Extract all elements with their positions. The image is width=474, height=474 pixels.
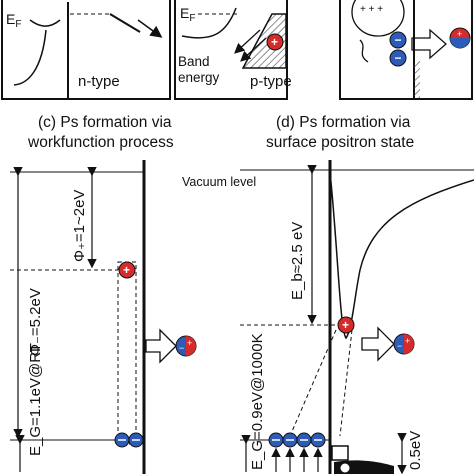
n-type-arrow	[137, 19, 163, 38]
panel-d-surface-potential	[329, 171, 474, 340]
svg-text:+: +	[187, 338, 192, 348]
bubble-charges: + + +	[360, 4, 383, 15]
svg-text:−: −	[395, 33, 402, 47]
arrow-icon	[411, 28, 447, 60]
surface-bubble	[351, 0, 405, 37]
panel-d-surface-state-box	[331, 445, 349, 461]
panel-d-caption-line1: (d) Ps formation via	[276, 114, 411, 131]
fermi-level-label-mid: EF	[180, 5, 195, 24]
electron-icon: −	[389, 49, 407, 67]
electron-icon	[339, 462, 351, 474]
top-panel-frame-3	[339, 0, 473, 100]
p-type-label: p-type	[250, 73, 292, 90]
band-energy-label-1: Band	[178, 54, 210, 69]
n-type-band-curve-lower	[13, 29, 47, 86]
positronium-icon: +	[449, 27, 471, 49]
panel-d-dashed-link-1	[289, 329, 337, 437]
panel-c-caption-line2: workfunction process	[27, 134, 174, 151]
panel-c-phi-minus-label: Φ₋=5.2eV	[27, 288, 44, 356]
n-type-label: n-type	[78, 73, 120, 90]
fermi-level-label-left: EF	[6, 11, 21, 30]
electron-icon	[282, 432, 298, 448]
svg-text:−: −	[397, 341, 402, 351]
top-panel-frame-1	[1, 0, 171, 100]
electron-icon	[128, 432, 144, 448]
n-type-band-curve	[29, 19, 61, 27]
electron-icon	[310, 432, 326, 448]
p-type-band-arrow-2	[240, 37, 267, 62]
positronium-icon: + −	[175, 335, 197, 357]
svg-text:+: +	[342, 318, 349, 332]
panel-c: (c) Ps formation via workfunction proces…	[10, 114, 197, 474]
p-type-slanted-band	[241, 13, 287, 69]
svg-text:+: +	[271, 35, 278, 49]
svg-text:−: −	[395, 51, 402, 65]
top-panel-frame-2	[174, 0, 288, 100]
arrow-icon	[361, 326, 395, 362]
panel-c-caption-line1: (c) Ps formation via	[38, 114, 172, 131]
panel-d-right-value-label: 0.5eV	[407, 431, 424, 470]
arrow-icon	[145, 328, 177, 364]
svg-text:−: −	[179, 343, 184, 353]
positron-icon: +	[337, 316, 355, 334]
panel-d-eb-label: E_b≈2.5 eV	[289, 222, 306, 300]
panel-d: (d) Ps formation via surface positron st…	[182, 114, 474, 474]
wavy-connector	[359, 39, 369, 63]
p-type-band-curve	[181, 7, 237, 39]
electron-icon: −	[389, 31, 407, 49]
band-energy-label-2: energy	[178, 70, 220, 85]
panel-c-dashed-path	[117, 261, 137, 445]
positron-icon: +	[118, 261, 136, 279]
svg-text:+: +	[123, 263, 130, 277]
surface-hatch	[414, 60, 420, 98]
svg-text:+: +	[405, 336, 410, 346]
positron-icon: +	[266, 33, 284, 51]
panel-d-vacuum-level-label: Vacuum level	[182, 175, 256, 189]
n-type-bend	[109, 13, 141, 33]
electron-icon	[296, 432, 312, 448]
positronium-icon: + −	[393, 333, 415, 355]
panel-d-dashed-link-2	[339, 329, 353, 437]
electron-icon	[268, 432, 284, 448]
top-panel: EF n-type EF Band energy + p-type	[1, 0, 473, 100]
panel-d-caption-line2: surface positron state	[266, 134, 414, 151]
panel-c-phi-plus-label: Φ₊=1~2eV	[71, 190, 88, 262]
svg-text:+: +	[457, 29, 462, 39]
panel-d-eg-label: E_G=0.9eV@1000K	[249, 333, 266, 470]
panel-c-eg-label: E_G=1.1eV@RT	[27, 343, 44, 456]
electron-icon	[114, 432, 130, 448]
p-type-band-arrow-1	[234, 29, 261, 54]
